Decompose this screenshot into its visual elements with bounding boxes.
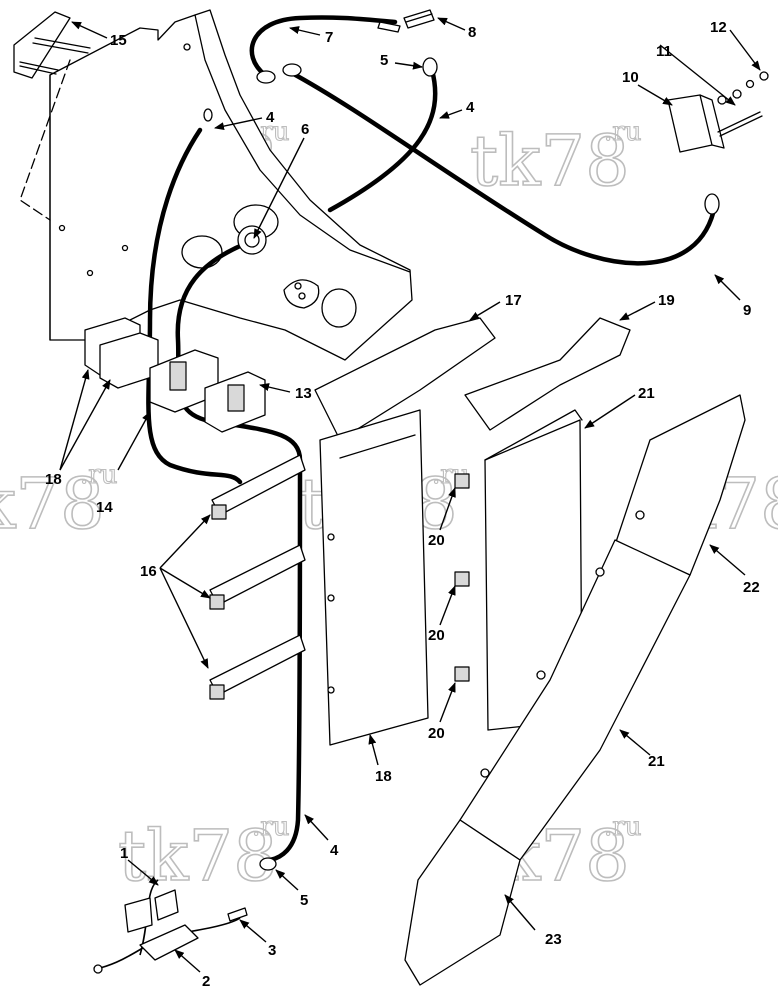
- watermark-2: tk78 .ru: [469, 116, 642, 202]
- fuse-holder: [93, 889, 248, 974]
- cable-lugs: [237, 21, 720, 871]
- callout-9: 9: [743, 302, 751, 319]
- callout-10: 10: [622, 69, 639, 86]
- callout-4-bottom: 4: [330, 842, 339, 859]
- callout-5-top: 5: [380, 52, 388, 69]
- callout-20-mid: 20: [428, 627, 445, 644]
- callout-16: 16: [140, 563, 157, 580]
- callout-7: 7: [325, 29, 333, 46]
- callout-12: 12: [710, 19, 727, 36]
- leader-arrows: [59, 17, 761, 973]
- callout-15: 15: [110, 32, 127, 49]
- callout-3: 3: [268, 942, 276, 959]
- cable-tie-strips-16: [209, 454, 306, 700]
- plate-10: [667, 71, 769, 153]
- cover-19-21-upper: [454, 317, 631, 731]
- watermark-6: tk78 .ru: [117, 811, 290, 897]
- callout-5-bottom: 5: [300, 892, 308, 909]
- callout-21-bottom: 21: [648, 753, 665, 770]
- terminal-blocks: [84, 317, 266, 433]
- callout-18-left: 18: [45, 471, 62, 488]
- callout-11: 11: [656, 43, 672, 60]
- callout-8: 8: [468, 24, 476, 41]
- svg-text:.ru: .ru: [80, 460, 117, 490]
- svg-text:.ru: .ru: [604, 117, 641, 147]
- callout-14: 14: [96, 499, 113, 516]
- bolt-8: [403, 9, 435, 29]
- svg-text:tk78: tk78: [470, 120, 630, 202]
- cables: [99, 15, 718, 969]
- callout-22: 22: [743, 579, 760, 596]
- callout-labels: 1 2 3 4 4 4 5 5 6 7 8 9 10 11 12 13 14 1…: [45, 19, 760, 990]
- callout-20-top: 20: [428, 532, 445, 549]
- svg-text:.ru: .ru: [252, 812, 289, 842]
- watermark-3: tk78 .ru: [0, 459, 118, 545]
- mounting-panel: [49, 9, 413, 361]
- svg-text:tk78: tk78: [0, 463, 105, 545]
- callout-4-top: 4: [266, 109, 275, 126]
- svg-text:.ru: .ru: [604, 812, 641, 842]
- callout-17: 17: [505, 292, 522, 309]
- callout-18-cover: 18: [375, 768, 392, 785]
- svg-text:tk78: tk78: [118, 815, 278, 897]
- cover-17-18: [314, 317, 496, 746]
- callout-1: 1: [120, 845, 128, 862]
- callout-21-top: 21: [638, 385, 655, 402]
- callout-13: 13: [295, 385, 312, 402]
- bracket-15: [13, 11, 91, 221]
- callout-19: 19: [658, 292, 675, 309]
- callout-4-right: 4: [466, 99, 475, 116]
- callout-20-bottom: 20: [428, 725, 445, 742]
- callout-2: 2: [202, 973, 210, 990]
- callout-6: 6: [301, 121, 309, 138]
- callout-23: 23: [545, 931, 562, 948]
- cover-21-22-23: [404, 394, 746, 986]
